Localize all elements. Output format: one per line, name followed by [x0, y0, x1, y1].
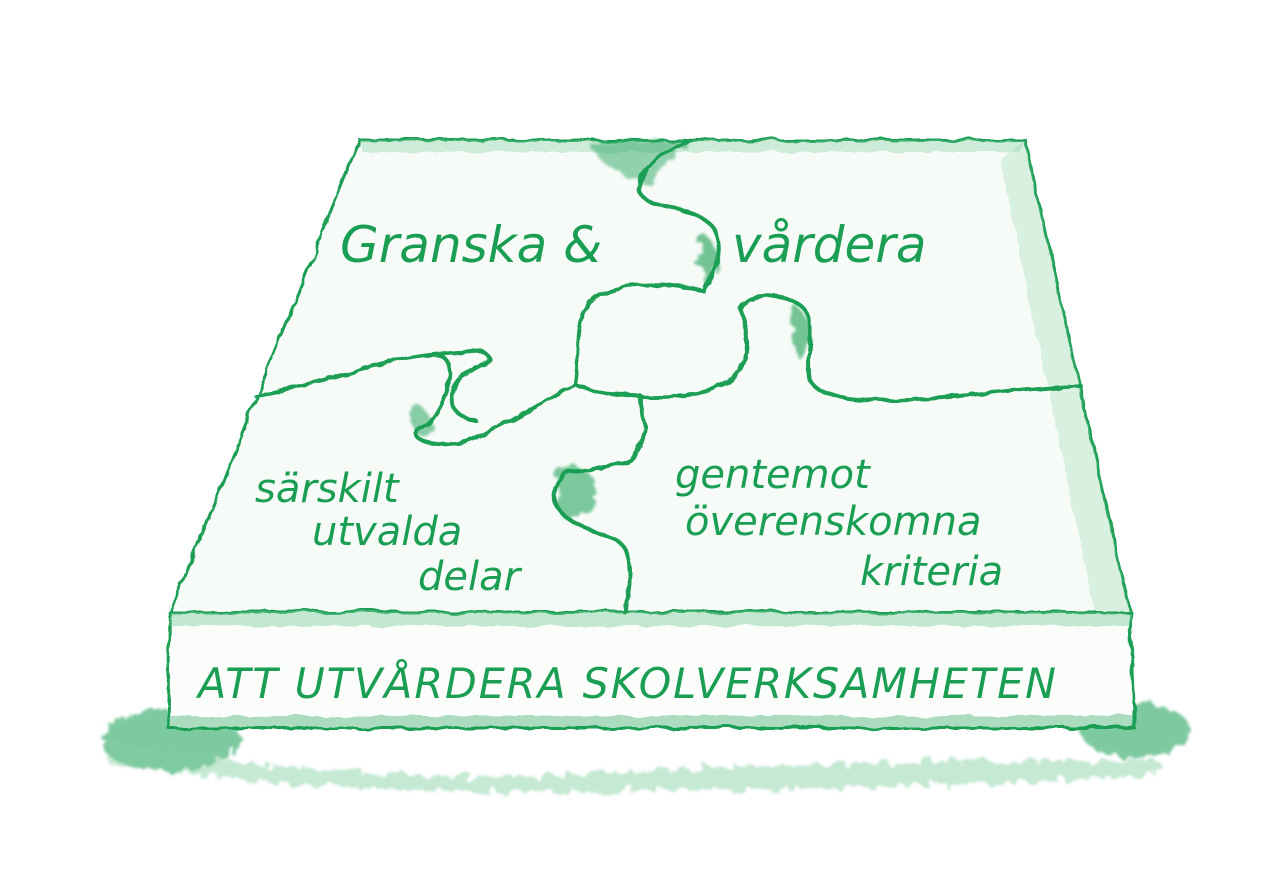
piece-text-bottom-right-line-1: gentemot — [675, 452, 871, 498]
piece-text-bottom-left-line-2: utvalda — [312, 509, 462, 555]
base-caption: ATT UTVÅRDERA SKOLVERKSAMHETEN — [195, 658, 1058, 708]
piece-text-top-right: vårdera — [732, 216, 926, 274]
piece-text-bottom-left-line-1: särskilt — [255, 466, 400, 512]
piece-text-top-left: Granska & — [340, 216, 602, 274]
piece-text-bottom-left-line-3: delar — [418, 554, 523, 600]
piece-text-bottom-right-line-3: kriteria — [860, 549, 1003, 595]
piece-text-bottom-right-line-2: överenskomna — [685, 499, 981, 545]
